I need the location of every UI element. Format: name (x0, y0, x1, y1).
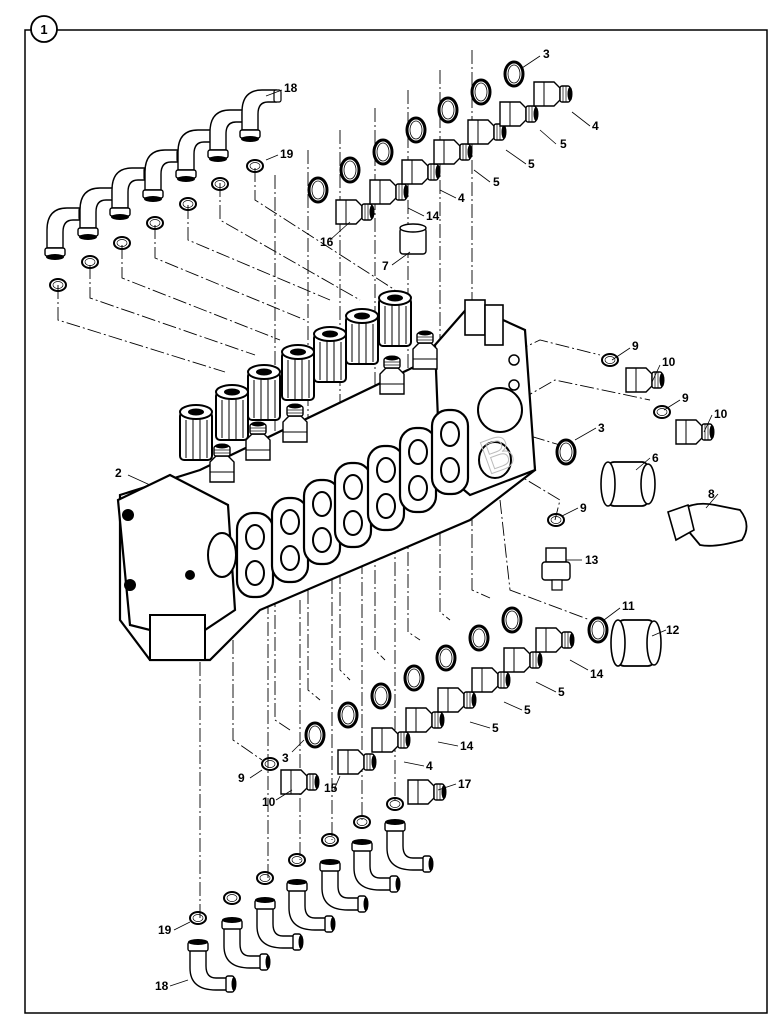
part-label-10-bot: 10 (262, 795, 276, 809)
o-ring-9-bottom (261, 757, 279, 771)
part-label-9-b: 9 (682, 391, 689, 405)
figure-frame (24, 29, 768, 1014)
part-label-16: 16 (320, 235, 334, 249)
elbow-fitting-row-bottom (187, 818, 435, 993)
part-label-9-c: 9 (580, 501, 587, 515)
callout-leaders (127, 55, 719, 987)
part-label-5-top-b: 5 (528, 157, 535, 171)
part-label-4-bot: 4 (426, 759, 433, 773)
part-labels: 18 19 3 4 5 5 5 4 14 16 7 9 10 9 10 3 6 2 8 9 13 11 12 14 5 5 5 14 3… (115, 47, 728, 993)
part-label-12: 12 (666, 623, 680, 637)
part-label-18-bot: 18 (155, 979, 169, 993)
part-label-4-mid: 4 (458, 191, 465, 205)
part-label-2: 2 (115, 466, 122, 480)
figure-badge-text: 1 (40, 22, 47, 37)
part-label-8: 8 (708, 487, 715, 501)
right-side-parts (541, 353, 748, 667)
part-label-13: 13 (585, 553, 599, 567)
part-label-14-bot: 14 (460, 739, 474, 753)
part-label-5-top-a: 5 (560, 137, 567, 151)
part-label-10-b: 10 (714, 407, 728, 421)
figure-badge (30, 15, 58, 43)
part-label-9-a: 9 (632, 339, 639, 353)
part-label-9-bot: 9 (238, 771, 245, 785)
part-label-5-top-c: 5 (493, 175, 500, 189)
part-label-3-top: 3 (543, 47, 550, 61)
part-label-3-bot: 3 (282, 751, 289, 765)
part-label-3-right: 3 (598, 421, 605, 435)
part-label-11: 11 (622, 599, 635, 613)
part-label-19-bot: 19 (158, 923, 172, 937)
part-label-6: 6 (652, 451, 659, 465)
part-label-19-top: 19 (280, 147, 294, 161)
part-label-7: 7 (382, 259, 389, 273)
part-label-14-top: 14 (426, 209, 440, 223)
part-label-18-top: 18 (284, 81, 298, 95)
part-label-10-a: 10 (662, 355, 676, 369)
leader-lines (57, 50, 651, 920)
part-label-5-bot-a: 5 (558, 685, 565, 699)
part-label-5-bot-b: 5 (524, 703, 531, 717)
part-label-5-bot-c: 5 (492, 721, 499, 735)
plug-7 (399, 223, 427, 255)
part-label-15: 15 (324, 781, 338, 795)
part-label-17: 17 (458, 777, 472, 791)
part-label-14-right: 14 (590, 667, 604, 681)
part-label-4-top: 4 (592, 119, 599, 133)
